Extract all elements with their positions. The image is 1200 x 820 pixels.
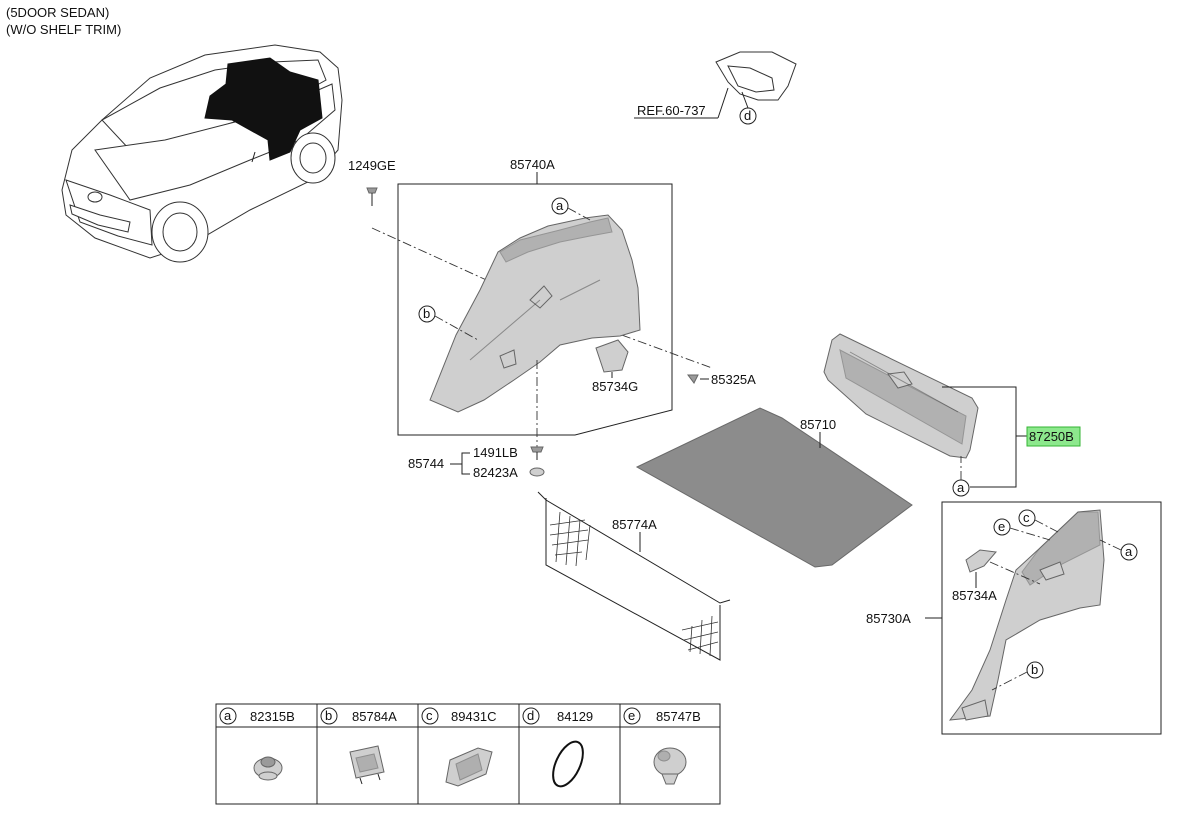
- marker-a-right-text: a: [1125, 544, 1133, 559]
- marker-a-trim-text: a: [556, 198, 564, 213]
- marker-e-trim-text: e: [998, 519, 1005, 534]
- header-line-1: (5DOOR SEDAN): [6, 5, 109, 20]
- label-82423A: 82423A: [473, 465, 518, 480]
- legend-part-a: 82315B: [250, 709, 295, 724]
- clip-85325A-icon: [687, 374, 699, 384]
- header-line-2: (W/O SHELF TRIM): [6, 22, 121, 37]
- label-85730A: 85730A: [866, 611, 911, 626]
- marker-b-trim: [418, 305, 436, 323]
- legend-letter-e: e: [628, 708, 635, 723]
- legend-part-e: 85747B: [656, 709, 701, 724]
- screw-1249GE-icon: [366, 187, 378, 206]
- label-85740A: 85740A: [510, 157, 555, 172]
- legend-letter-d: d: [527, 708, 534, 723]
- car-illustration: [61, 44, 343, 263]
- legend-ring-84129-icon: [552, 740, 584, 788]
- label-85734A: 85734A: [952, 588, 997, 603]
- legend-table: a 82315B b 85784A c 89431C d 84129 e 857…: [215, 703, 721, 805]
- luggage-mat-85710: [635, 407, 913, 568]
- rear-sill-trim-87250B: [823, 333, 979, 459]
- clip-85734A-icon: [965, 549, 997, 573]
- legend-letter-c: c: [426, 708, 433, 723]
- label-85734G: 85734G: [592, 379, 638, 394]
- marker-c-trim: [1018, 509, 1036, 527]
- label-87250B: 87250B: [1029, 429, 1074, 444]
- marker-a-trim: [551, 197, 569, 215]
- marker-d-ref-text: d: [744, 108, 751, 123]
- legend-clip-85747B-icon: [653, 747, 687, 785]
- marker-b-right-text: b: [1031, 662, 1038, 677]
- highlight-87250B: [1026, 426, 1081, 447]
- marker-a-right: [1120, 543, 1138, 561]
- marker-b-right: [1026, 661, 1044, 679]
- legend-part-c: 89431C: [451, 709, 497, 724]
- label-85710: 85710: [800, 417, 836, 432]
- legend-part-d: 84129: [557, 709, 593, 724]
- clip-85734G-icon: [595, 339, 629, 373]
- legend-clip-82315B-icon: [253, 756, 283, 781]
- legend-clip-85784A-icon: [349, 745, 385, 785]
- ref-60-737-part: [634, 51, 797, 119]
- label-85774A: 85774A: [612, 517, 657, 532]
- marker-e-trim: [993, 518, 1011, 536]
- legend-letter-b: b: [325, 708, 332, 723]
- cargo-net-85774A: [537, 491, 731, 661]
- marker-a-sill-text: a: [957, 480, 965, 495]
- label-85325A: 85325A: [711, 372, 756, 387]
- label-1491LB: 1491LB: [473, 445, 518, 460]
- box-85740A: [397, 183, 673, 436]
- side-trim-left-85740A: [429, 214, 641, 413]
- legend-part-b: 85784A: [352, 709, 397, 724]
- label-85744: 85744: [408, 456, 444, 471]
- ref-label: REF.60-737: [637, 103, 706, 118]
- marker-d-ref: [739, 107, 757, 125]
- legend-retainer-89431C-icon: [445, 747, 493, 787]
- marker-b-trim-text: b: [423, 306, 430, 321]
- legend-letter-a: a: [224, 708, 232, 723]
- marker-c-trim-text: c: [1023, 510, 1030, 525]
- screw-1491LB-icon: [530, 446, 544, 460]
- washer-82423A-icon: [529, 467, 545, 477]
- side-trim-right-85730A: [948, 509, 1105, 721]
- label-1249GE: 1249GE: [348, 158, 396, 173]
